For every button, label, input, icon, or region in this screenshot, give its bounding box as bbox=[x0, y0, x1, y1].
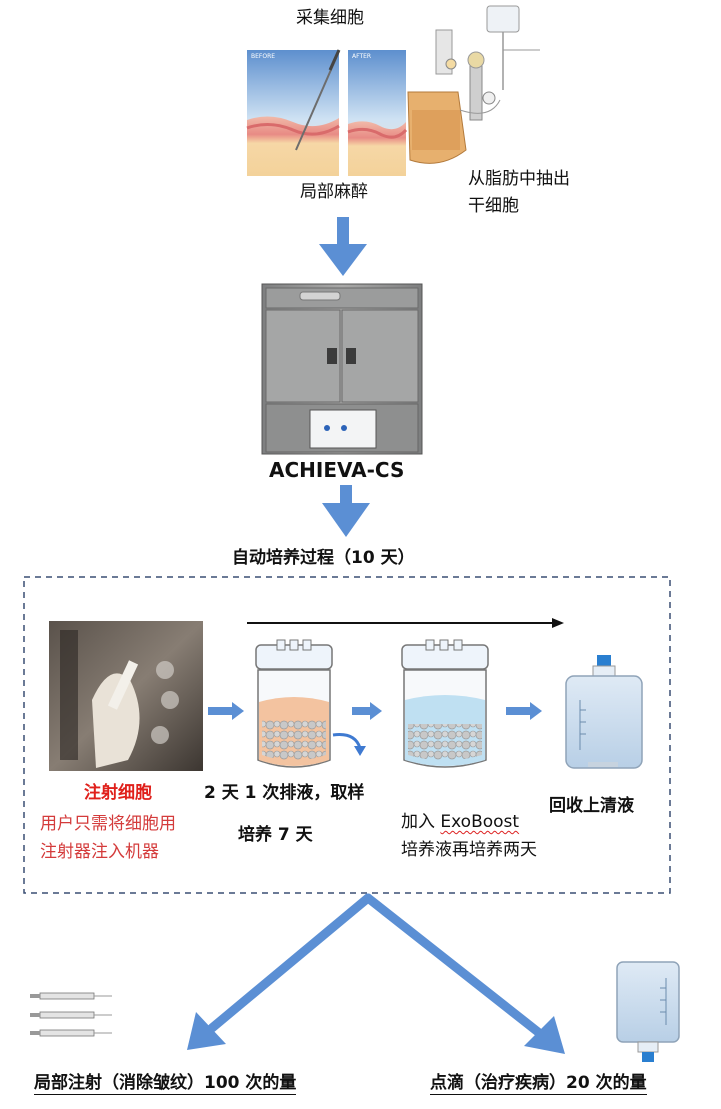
exoboost-line2: 培养液再培养两天 bbox=[401, 840, 537, 860]
syringes-illustration bbox=[30, 992, 112, 1037]
after-tag: AFTER bbox=[352, 53, 372, 60]
culture-7-days-label: 培养 7 天 bbox=[238, 825, 313, 845]
split-arrow-right bbox=[363, 893, 565, 1054]
skin-after-illustration bbox=[347, 50, 408, 176]
arrow-down-2 bbox=[322, 485, 370, 537]
process-title: 自动培养过程（10 天） bbox=[232, 548, 415, 568]
arrow-right-1 bbox=[208, 702, 244, 720]
split-arrow-left bbox=[187, 893, 373, 1050]
culture-jar-blue bbox=[401, 639, 489, 768]
inject-desc-line2: 注射器注入机器 bbox=[40, 842, 159, 862]
skin-before-illustration bbox=[246, 49, 341, 176]
exoboost-word: ExoBoost bbox=[440, 812, 520, 832]
extract-label-line1: 从脂肪中抽出 bbox=[468, 169, 570, 189]
drain-sample-label: 2 天 1 次排液，取样 bbox=[204, 783, 365, 803]
iv-bag-illustration bbox=[616, 961, 680, 1062]
supernatant-bag bbox=[565, 655, 643, 769]
collect-cells-label: 采集细胞 bbox=[296, 8, 364, 28]
process-dashed-box bbox=[23, 576, 671, 894]
inject-desc-line1: 用户只需将细胞用 bbox=[40, 814, 176, 834]
exoboost-prefix: 加入 bbox=[401, 812, 441, 832]
exoboost-line1: 加入 ExoBoost bbox=[401, 811, 519, 833]
outcome-drip-label: 点滴（治疗疾病）20 次的量 bbox=[430, 1072, 647, 1095]
collect-supernatant-label: 回收上清液 bbox=[549, 796, 634, 816]
achieva-machine-illustration bbox=[261, 283, 423, 455]
outcome-injection-label: 局部注射（消除皱纹）100 次的量 bbox=[34, 1072, 297, 1095]
fat-extraction-kit-illustration bbox=[407, 5, 540, 164]
injection-photo bbox=[49, 621, 203, 771]
extract-label-line2: 干细胞 bbox=[468, 196, 519, 216]
before-tag: BEFORE bbox=[251, 53, 276, 60]
timeline-arrow bbox=[247, 618, 564, 628]
culture-jar-orange bbox=[255, 639, 333, 768]
local-anesthesia-label: 局部麻醉 bbox=[300, 182, 368, 202]
inject-cells-title: 注射细胞 bbox=[84, 783, 152, 803]
arrow-down-1 bbox=[319, 217, 367, 276]
outcome-drip-text: 点滴（治疗疾病）20 次的量 bbox=[430, 1073, 647, 1095]
machine-name: ACHIEVA-CS bbox=[269, 458, 405, 482]
outcome-injection-text: 局部注射（消除皱纹）100 次的量 bbox=[34, 1073, 297, 1095]
arrow-right-3 bbox=[506, 702, 542, 720]
arrow-right-2 bbox=[352, 702, 382, 720]
drain-arrow bbox=[332, 733, 366, 756]
